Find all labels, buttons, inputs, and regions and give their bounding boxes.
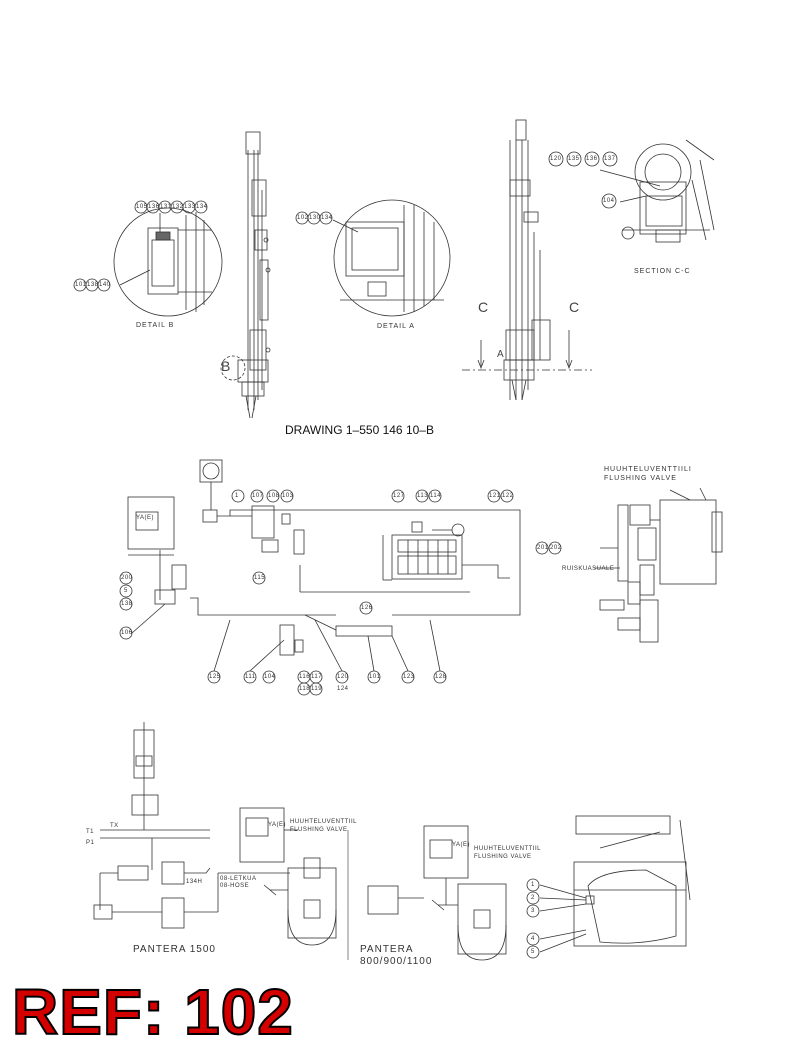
part-number-134h: 134H	[186, 879, 203, 885]
balloon-m-202: 202	[550, 545, 562, 551]
balloon-120: 120	[550, 156, 562, 162]
detail-b-view	[113, 207, 223, 317]
balloon-131: 131	[160, 204, 172, 210]
balloon-m-107: 107	[252, 493, 264, 499]
bottom-flushing-en-right: FLUSHING VALVE	[474, 854, 532, 860]
balloon-104: 104	[603, 198, 615, 204]
balloon-m-5: 5	[124, 588, 128, 594]
balloon-132: 132	[172, 204, 184, 210]
hose-en: 08-HOSE	[220, 883, 250, 889]
balloon-m-103: 103	[282, 493, 294, 499]
bottom-flushing-fi-left: HUUHTELUVENTTIIL	[290, 819, 358, 825]
flushing-valve-assembly	[594, 487, 723, 643]
flushing-circuit-diagram	[127, 459, 521, 656]
balloon-102: 102	[297, 215, 309, 221]
rock-drill-feed-side-view	[220, 131, 271, 419]
balloon-136: 136	[148, 204, 160, 210]
balloon-m-124: 124	[337, 686, 349, 692]
balloon-m-122: 122	[502, 493, 514, 499]
valve-code-right: YA(E)	[452, 842, 471, 848]
balloon-134-a: 134	[321, 215, 333, 221]
valve-code-left: YA(E)	[268, 822, 287, 828]
hose-fi: 08-LETKUA	[220, 876, 257, 882]
balloon-101: 101	[75, 282, 87, 288]
port-p1: P1	[86, 840, 95, 846]
section-c-c-view	[599, 139, 715, 243]
balloon-m-200: 200	[121, 575, 133, 581]
detail-a-label: DETAIL A	[377, 323, 415, 330]
balloon-m-114: 114	[430, 493, 442, 499]
balloon-138: 138	[87, 282, 99, 288]
balloon-m-106: 106	[121, 630, 133, 636]
pantera-1500-title: PANTERA 1500	[133, 944, 216, 955]
balloon-m-118: 118	[299, 686, 311, 692]
balloon-137: 137	[604, 156, 616, 162]
balloon-m-111: 111	[245, 674, 256, 680]
section-marker-b: B	[221, 358, 231, 374]
balloon-134: 134	[196, 204, 208, 210]
detail-a-view	[332, 199, 451, 317]
pantera-1500-flushing-valve	[239, 807, 349, 960]
balloon-135: 135	[568, 156, 580, 162]
valve-code-middle: YA(E)	[136, 515, 155, 521]
pantera-800-900-1100-schematic	[367, 825, 507, 961]
balloon-m-127: 127	[393, 493, 405, 499]
carrier-machine-view	[539, 815, 691, 953]
section-marker-c-left: C	[478, 299, 489, 315]
balloon-m-1: 1	[235, 493, 239, 499]
drawing-number: DRAWING 1–550 146 10–B	[285, 423, 434, 437]
balloon-m-121: 121	[489, 493, 501, 499]
balloon-130: 130	[309, 215, 321, 221]
hose-label: RUISKUASUALE	[562, 566, 615, 572]
port-t1: T1	[86, 829, 95, 835]
balloon-m-138: 138	[121, 601, 133, 607]
pantera-800-title-line1: PANTERA	[360, 944, 414, 955]
detail-b-balloons	[73, 200, 208, 292]
section-marker-c-right: C	[569, 299, 580, 315]
balloon-133: 133	[184, 204, 196, 210]
pantera-800-title-line2: 800/900/1100	[360, 956, 433, 967]
balloon-105: 105	[136, 204, 148, 210]
balloon-m-119: 119	[311, 686, 323, 692]
rock-drill-feed-front-view	[462, 119, 592, 401]
flushing-circuit-balloons	[119, 489, 562, 696]
balloon-m-201: 201	[537, 545, 549, 551]
balloon-m-104: 104	[264, 674, 276, 680]
balloon-m-101: 101	[369, 674, 381, 680]
balloon-m-116: 116	[299, 674, 311, 680]
pantera-1500-schematic	[93, 722, 290, 929]
balloon-m-117: 117	[311, 674, 323, 680]
balloon-m-108: 108	[268, 493, 280, 499]
balloon-b-2: 2	[531, 895, 535, 901]
section-c-c-label: SECTION C-C	[634, 268, 691, 275]
balloon-b-5: 5	[531, 949, 535, 955]
ref-label: REF: 102	[11, 976, 294, 1048]
bottom-flushing-fi-right: HUUHTELUVENTTIIL	[474, 846, 542, 852]
balloon-m-123: 123	[403, 674, 415, 680]
section-c-c-balloons	[548, 151, 618, 209]
balloon-m-120: 120	[337, 674, 349, 680]
carrier-machine-balloons	[526, 878, 540, 959]
balloon-m-115: 115	[254, 575, 266, 581]
bottom-flushing-en-left: FLUSHING VALVE	[290, 827, 348, 833]
balloon-m-125: 125	[209, 674, 221, 680]
balloon-m-128: 128	[435, 674, 447, 680]
port-tx: TX	[110, 823, 119, 829]
balloon-b-3: 3	[531, 908, 535, 914]
balloon-b-4: 4	[531, 936, 535, 942]
detail-b-label: DETAIL B	[136, 322, 175, 329]
balloon-140: 140	[99, 282, 111, 288]
balloon-136-c: 136	[586, 156, 598, 162]
flushing-valve-title-en: FLUSHING VALVE	[604, 475, 677, 482]
section-marker-a: A	[497, 349, 504, 360]
flushing-valve-title-fi: HUUHTELUVENTTIILI	[604, 466, 692, 473]
balloon-m-113: 113	[417, 493, 429, 499]
balloon-b-1: 1	[531, 882, 535, 888]
detail-a-balloons	[295, 211, 333, 225]
balloon-m-126: 126	[361, 605, 373, 611]
